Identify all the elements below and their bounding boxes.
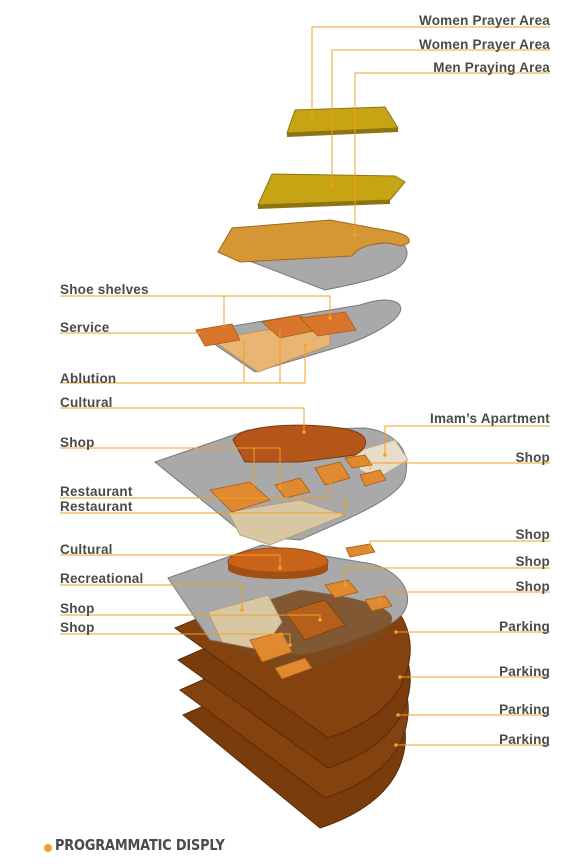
label-parking-2: Parking (499, 664, 550, 679)
leader-shoe-shelves (60, 295, 331, 318)
leader-shop-2 (369, 462, 550, 470)
shop-block-b (324, 579, 359, 599)
label-shop-1: Shop (60, 435, 95, 450)
shop-block-i (344, 454, 373, 469)
label-shop-7: Shop (60, 620, 95, 635)
restaurant-floor (227, 499, 347, 546)
label-cultural-2: Cultural (60, 542, 113, 557)
men-prayer-slab (217, 219, 410, 263)
restaurant-block-1 (209, 481, 271, 513)
leader-restaurant-1 (60, 478, 331, 499)
bullet-dot (44, 844, 52, 852)
women-prayer-slab-1-side (287, 128, 398, 137)
label-recreational: Recreational (60, 571, 144, 586)
leader-ablution (60, 345, 306, 384)
service-level (195, 299, 402, 373)
leader-shop-4 (344, 567, 550, 585)
label-parking-3: Parking (499, 702, 550, 717)
cultural-disc-side (228, 562, 328, 579)
label-service: Service (60, 320, 110, 335)
footer-title: PROGRAMMATIC DISPLY (55, 836, 225, 854)
label-shop-4: Shop (515, 554, 550, 569)
leader-cultural-1 (60, 407, 305, 432)
leader-cultural-2 (60, 554, 281, 568)
label-shop-2: Shop (515, 450, 550, 465)
women-prayer-slab-2 (257, 173, 406, 206)
label-imams-apartment: Imam’s Apartment (430, 411, 550, 426)
shop-block-e (274, 657, 313, 680)
leader-shop-7 (60, 633, 291, 645)
leader-men-praying-area (354, 72, 550, 235)
footer: PROGRAMMATIC DISPLY (44, 835, 252, 855)
label-parking-4: Parking (499, 732, 550, 747)
leader-recreational (60, 584, 243, 610)
label-women-prayer-area-1: Women Prayer Area (419, 13, 550, 28)
leader-restaurant-2 (60, 502, 346, 514)
leader-imams-apartment (384, 425, 550, 455)
shop-block-g (274, 477, 311, 499)
service-block-1 (195, 323, 241, 347)
leader-shop-3 (369, 540, 550, 550)
shop-block-c (364, 595, 393, 612)
label-cultural-1: Cultural (60, 395, 113, 410)
label-men-praying-area: Men Praying Area (433, 60, 550, 75)
label-shoe-shelves: Shoe shelves (60, 282, 149, 297)
label-shop-6: Shop (60, 601, 95, 616)
label-shop-5: Shop (515, 579, 550, 594)
label-shop-3: Shop (515, 527, 550, 542)
women-prayer-levels (257, 106, 406, 209)
shop-block-a (345, 543, 376, 558)
label-restaurant-1: Restaurant (60, 484, 133, 499)
women-prayer-slab-2-side (258, 200, 390, 209)
label-parking-1: Parking (499, 619, 550, 634)
leader-women-prayer-area-1 (311, 26, 550, 115)
shop-block-f (284, 599, 346, 641)
commercial-level (153, 424, 409, 546)
label-women-prayer-area-2: Women Prayer Area (419, 37, 550, 52)
label-restaurant-2: Restaurant (60, 499, 133, 514)
shop-block-h (314, 461, 351, 486)
leader-shop-1 (60, 447, 281, 488)
label-ablution: Ablution (60, 371, 117, 386)
shop-block-j (359, 469, 387, 487)
men-prayer-level (217, 219, 410, 291)
shop-block-d (249, 631, 293, 663)
leader-endpoints (240, 113, 402, 747)
leader-shop-5 (379, 591, 550, 602)
leader-lines (60, 26, 550, 746)
cultural-mass (232, 424, 367, 463)
ablution-floor (210, 329, 331, 373)
ground-level (167, 543, 409, 680)
leader-women-prayer-area-2 (331, 49, 550, 185)
